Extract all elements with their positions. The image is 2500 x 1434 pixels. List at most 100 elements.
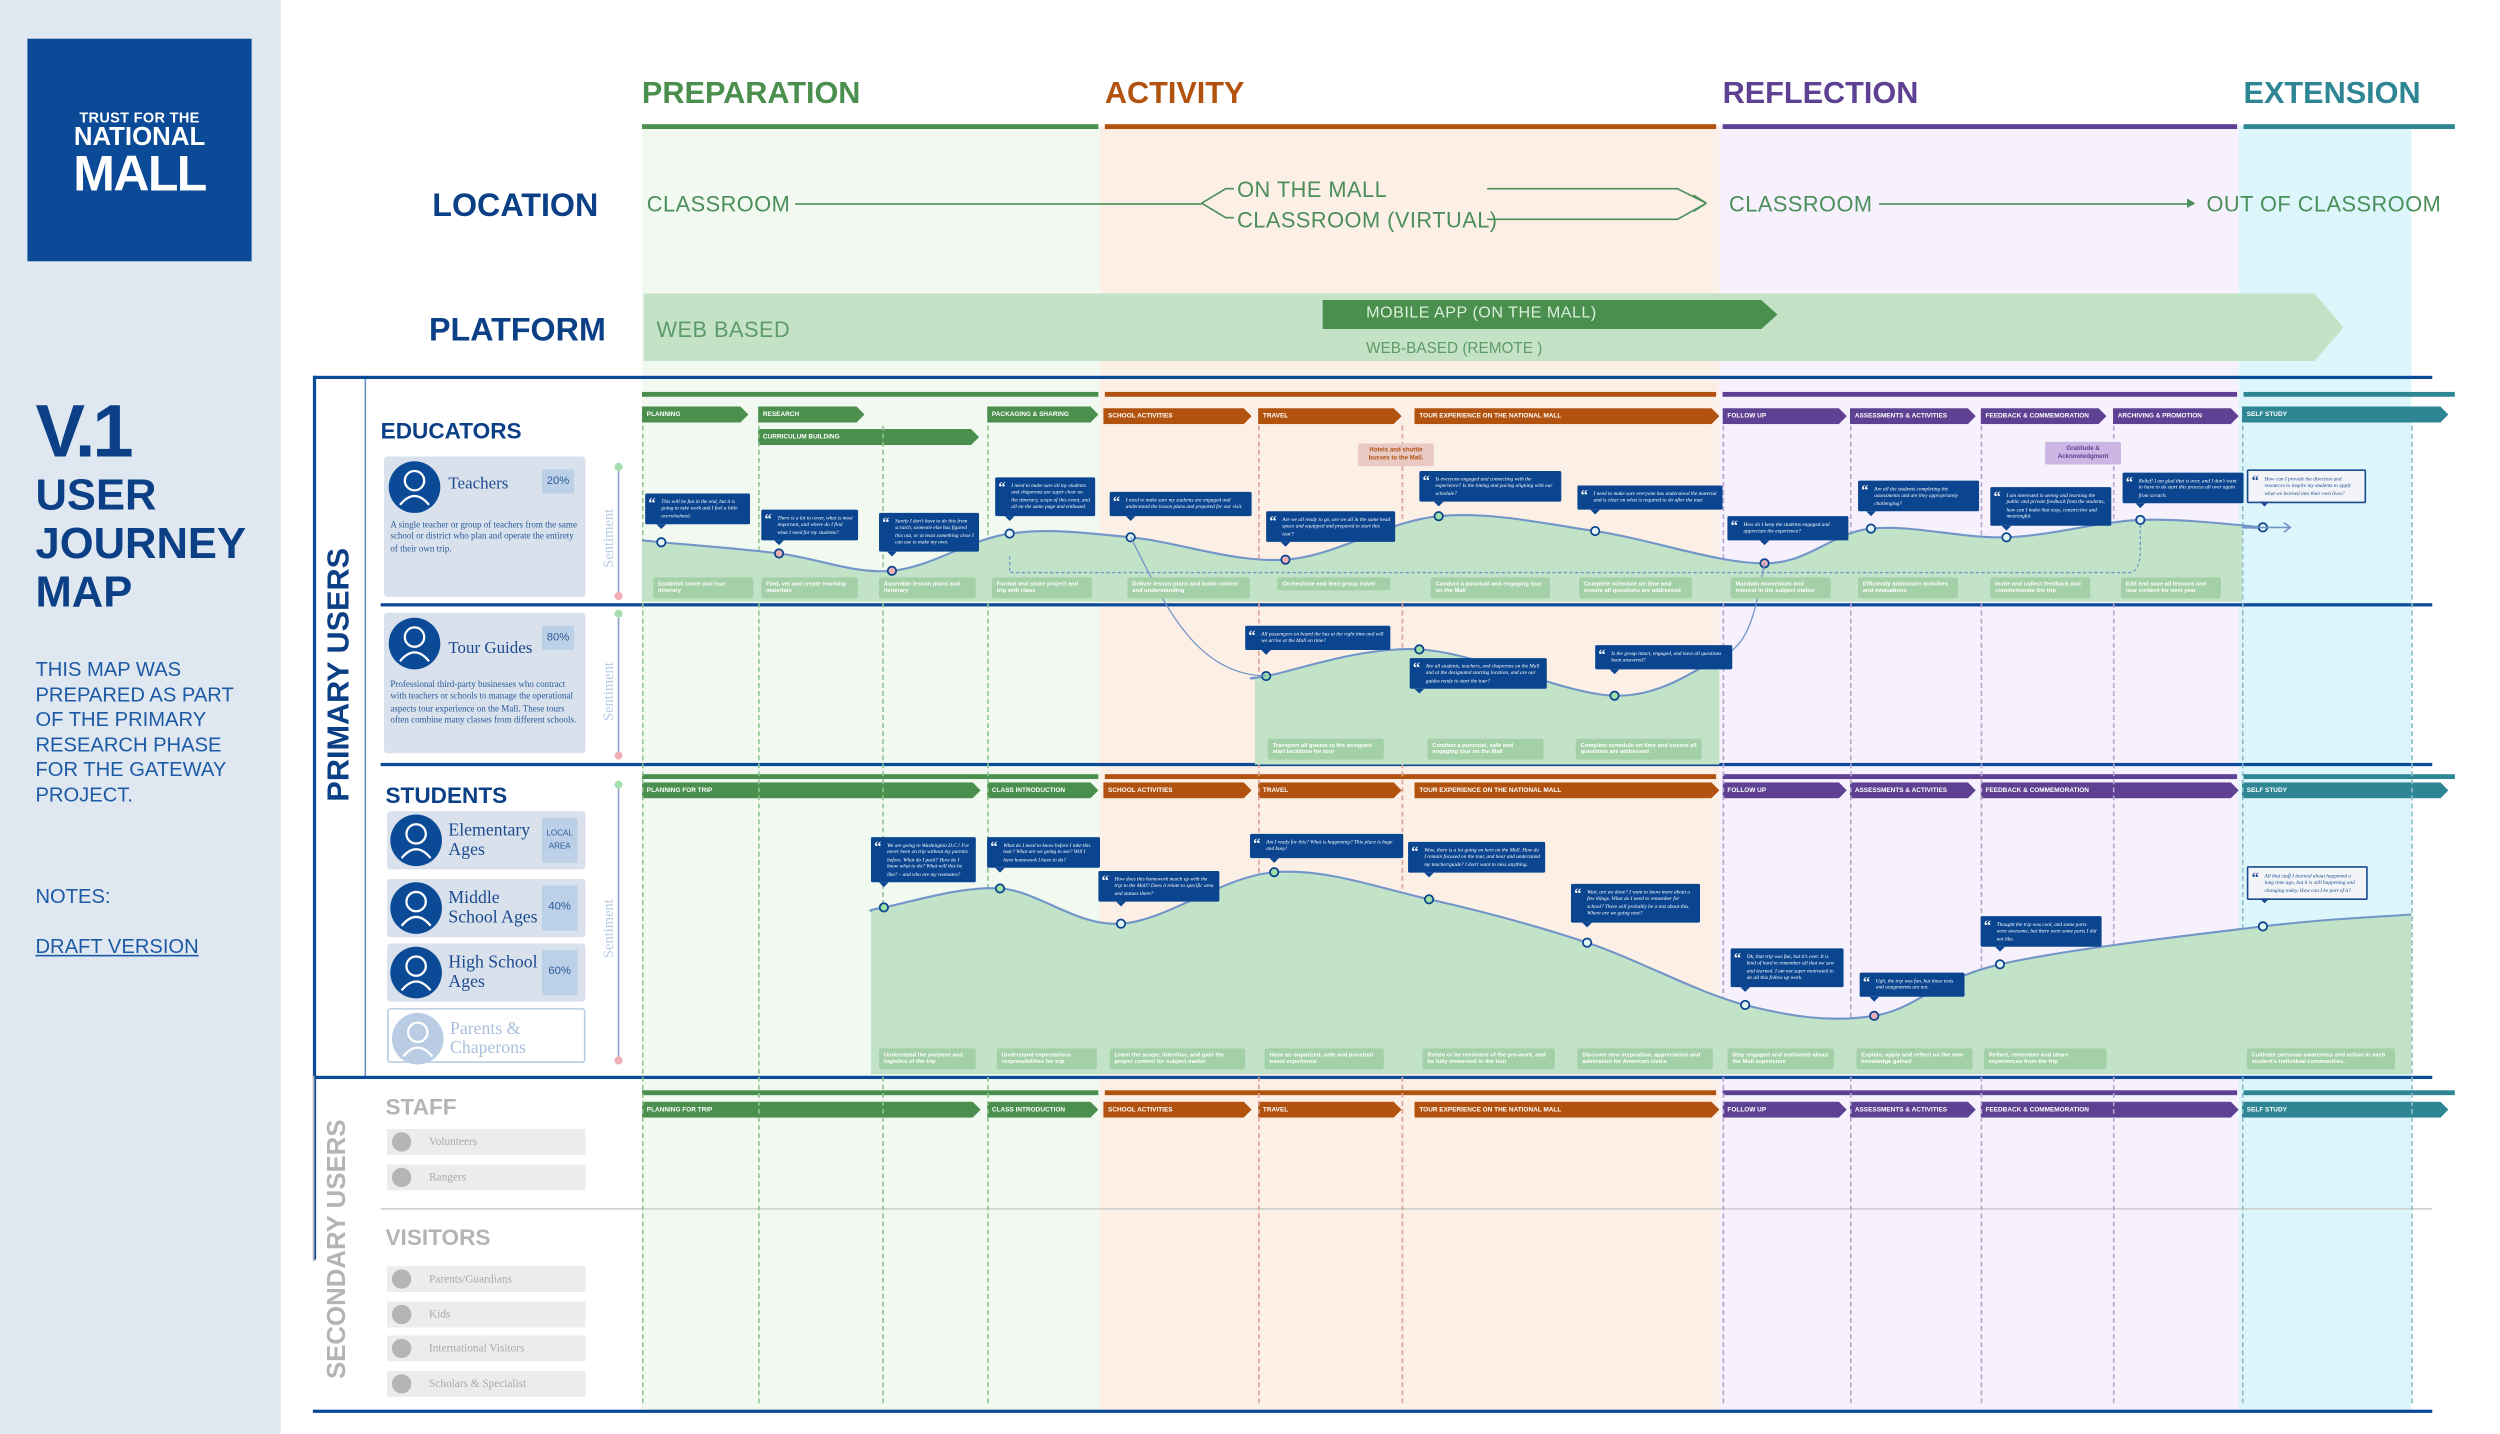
goal-box: Conduct a punctual and engaging tour on … bbox=[1430, 577, 1550, 599]
stage-planning-for-trip[interactable]: PLANNING FOR TRIP bbox=[642, 1102, 981, 1118]
bubble-pointer bbox=[2001, 525, 2012, 531]
persona-card-teachers[interactable]: Teachers 20% A single teacher or group o… bbox=[383, 456, 586, 597]
persona-card-tour-guides[interactable]: Tour Guides 80% Professional third-party… bbox=[383, 612, 586, 754]
quote-bubble: “Am I ready for this? What is happening?… bbox=[1249, 833, 1404, 863]
quote-text: Surely I don't have to do this from scra… bbox=[895, 517, 974, 546]
stage-divider bbox=[2411, 425, 2413, 1404]
quote-bubble: “I need to make sure my students are eng… bbox=[1109, 491, 1252, 521]
stage-divider bbox=[1980, 425, 1983, 1404]
trust-for-the-national-mall-logo: TRUST FOR THE NATIONAL MALL bbox=[27, 38, 252, 262]
quote-mark-icon: “ bbox=[882, 514, 890, 531]
stage-self-study[interactable]: SELF STUDY bbox=[2242, 782, 2448, 798]
stage-tour-experience-on-the-national-mall[interactable]: TOUR EXPERIENCE ON THE NATIONAL MALL bbox=[1415, 782, 1720, 798]
teacher-avatar-icon bbox=[388, 461, 441, 513]
stage-planning[interactable]: PLANNING bbox=[642, 406, 748, 422]
divider bbox=[312, 375, 2433, 380]
sentiment-axis bbox=[617, 470, 620, 592]
quote-bubble: “How do I keep the students engaged and … bbox=[1727, 516, 1849, 545]
divider bbox=[312, 375, 317, 1260]
bubble-pointer bbox=[1269, 857, 1280, 863]
bubble-pointer bbox=[1740, 986, 1750, 992]
person-avatar-icon bbox=[391, 1167, 412, 1188]
stage-assessments-activities[interactable]: ASSESSMENTS & ACTIVITIES bbox=[1850, 782, 1976, 798]
stage-follow-up[interactable]: FOLLOW UP bbox=[1723, 408, 1847, 424]
persona-card-parents-chaperons[interactable]: Parents & Chaperons bbox=[387, 1008, 586, 1065]
stage-feedback-commemoration[interactable]: FEEDBACK & COMMEMORATION bbox=[1981, 408, 2107, 424]
secondary-user-item[interactable]: International Visitors bbox=[387, 1335, 586, 1362]
stage-travel[interactable]: TRAVEL bbox=[1258, 782, 1402, 798]
quote-bubble: “All that stuff I learned about happened… bbox=[2246, 866, 2368, 904]
secondary-user-item[interactable]: Volunteers bbox=[387, 1129, 586, 1155]
stage-curriculum-building[interactable]: CURRICULUM BUILDING bbox=[758, 429, 979, 445]
quote-mark-icon: “ bbox=[1248, 627, 1256, 644]
persona-name: Teachers bbox=[448, 475, 509, 494]
bubble-pointer bbox=[1995, 947, 2005, 952]
logo-line: MALL bbox=[73, 145, 207, 202]
quote-text: Are we all ready to go, are we all in th… bbox=[1282, 516, 1391, 537]
stage-follow-up[interactable]: FOLLOW UP bbox=[1723, 782, 1847, 798]
stage-tour-experience-on-the-national-mall[interactable]: TOUR EXPERIENCE ON THE NATIONAL MALL bbox=[1415, 408, 1720, 424]
quote-mark-icon: “ bbox=[1861, 482, 1869, 499]
persona-name: Tour Guides bbox=[448, 640, 533, 659]
staff-title: STAFF bbox=[385, 1093, 457, 1120]
location-connector bbox=[795, 203, 1202, 205]
bubble-pointer bbox=[1280, 542, 1291, 548]
quote-bubble: “I need to make sure all my students and… bbox=[995, 477, 1096, 521]
persona-name: Middle School Ages bbox=[448, 888, 538, 927]
arrow-right-icon bbox=[2187, 198, 2196, 209]
secondary-user-item[interactable]: Scholars & Specialist bbox=[387, 1370, 586, 1396]
stage-self-study[interactable]: SELF STUDY bbox=[2242, 406, 2448, 422]
stage-assessments-activities[interactable]: ASSESSMENTS & ACTIVITIES bbox=[1850, 1102, 1976, 1118]
stage-self-study[interactable]: SELF STUDY bbox=[2242, 1102, 2448, 1118]
stage-travel[interactable]: TRAVEL bbox=[1258, 1102, 1402, 1118]
bubble-pointer bbox=[1261, 649, 1271, 655]
phase-lane-rule bbox=[2243, 1090, 2455, 1096]
stage-travel[interactable]: TRAVEL bbox=[1258, 408, 1402, 424]
stage-feedback-commemoration[interactable]: FEEDBACK & COMMEMORATION bbox=[1981, 782, 2239, 798]
bubble-pointer bbox=[1116, 901, 1126, 907]
phase-header-extension: EXTENSION bbox=[2243, 77, 2421, 112]
quote-mark-icon: “ bbox=[1862, 974, 1871, 991]
stage-school-activities[interactable]: SCHOOL ACTIVITIES bbox=[1103, 408, 1251, 424]
quote-text: Wait, are we done? I want to know more a… bbox=[1587, 888, 1691, 917]
goal-box: Efficiently administer activities and ev… bbox=[1858, 577, 1959, 599]
location-label: LOCATION bbox=[432, 188, 599, 225]
secondary-user-item[interactable]: Parents/Guardians bbox=[387, 1266, 586, 1292]
goal-box: Cultivate personal awareness and action … bbox=[2246, 1048, 2396, 1070]
quote-text: Is the group intact, engaged, and have a… bbox=[1611, 649, 1722, 664]
stage-class-introduction[interactable]: CLASS INTRODUCTION bbox=[987, 1102, 1098, 1118]
stage-archiving-promotion[interactable]: ARCHIVING & PROMOTION bbox=[2113, 408, 2239, 424]
secondary-user-item[interactable]: Kids bbox=[387, 1300, 586, 1327]
quote-text: Are all students, teachers, and chaperon… bbox=[1425, 662, 1540, 684]
bubble-pointer bbox=[1414, 689, 1425, 694]
stage-feedback-commemoration[interactable]: FEEDBACK & COMMEMORATION bbox=[1981, 1102, 2239, 1118]
divider bbox=[312, 1075, 315, 1262]
phase-underline bbox=[2243, 124, 2455, 130]
quote-mark-icon: “ bbox=[1253, 835, 1261, 852]
stage-tour-experience-on-the-national-mall[interactable]: TOUR EXPERIENCE ON THE NATIONAL MALL bbox=[1415, 1102, 1720, 1118]
sidebar: TRUST FOR THE NATIONAL MALL V.1 USER JOU… bbox=[0, 0, 281, 1434]
goal-box: Edit and save all lessons and tour conte… bbox=[2120, 577, 2221, 599]
quote-text: Ok, that trip was fun, but it's over. It… bbox=[1746, 953, 1835, 981]
stage-school-activities[interactable]: SCHOOL ACTIVITIES bbox=[1103, 1102, 1251, 1118]
phase-lane-rule bbox=[641, 774, 1099, 780]
phase-lane-rule bbox=[641, 391, 1099, 397]
location-classroom-virtual: CLASSROOM (VIRTUAL) bbox=[1237, 208, 1498, 233]
quote-bubble: “Are all students, teachers, and chapero… bbox=[1409, 658, 1547, 694]
phase-lane-rule bbox=[2243, 774, 2455, 780]
stage-planning-for-trip[interactable]: PLANNING FOR TRIP bbox=[642, 782, 981, 798]
stage-packaging-sharing[interactable]: PACKAGING & SHARING bbox=[987, 406, 1098, 422]
draft-version-link[interactable]: DRAFT VERSION bbox=[35, 935, 199, 959]
stage-follow-up[interactable]: FOLLOW UP bbox=[1723, 1102, 1847, 1118]
stage-class-introduction[interactable]: CLASS INTRODUCTION bbox=[987, 782, 1098, 798]
platform-mobile-app: MOBILE APP (ON THE MALL) bbox=[1366, 304, 1597, 323]
secondary-user-item[interactable]: Rangers bbox=[387, 1164, 586, 1191]
persona-share: LOCAL AREA bbox=[541, 817, 578, 863]
stage-assessments-activities[interactable]: ASSESSMENTS & ACTIVITIES bbox=[1850, 408, 1976, 424]
stage-research[interactable]: RESEARCH bbox=[758, 406, 864, 422]
stage-school-activities[interactable]: SCHOOL ACTIVITIES bbox=[1103, 782, 1251, 798]
goal-box: Understand the purpose and logistics of … bbox=[879, 1048, 976, 1070]
